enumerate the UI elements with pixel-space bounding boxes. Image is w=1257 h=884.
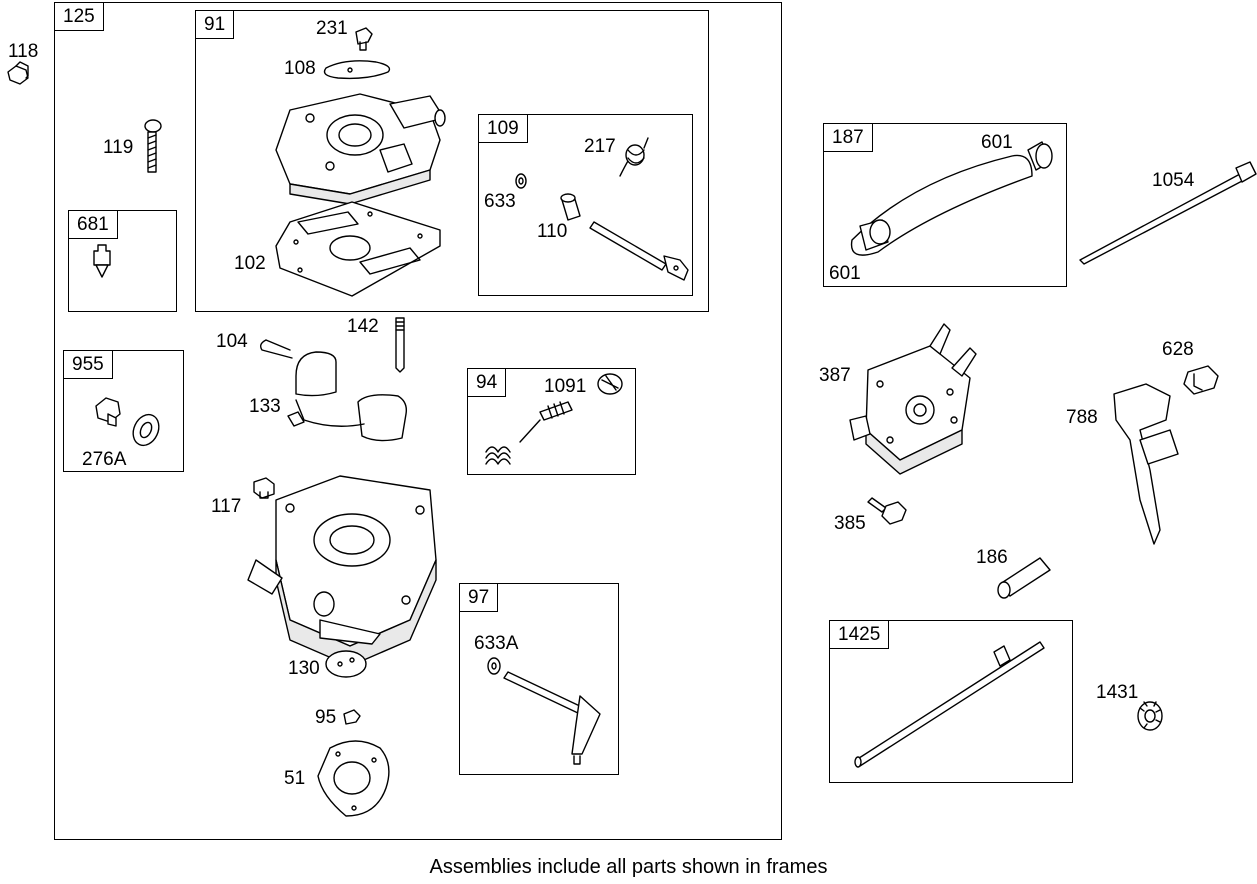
footer-note: Assemblies include all parts shown in fr…	[429, 856, 828, 878]
label-108: 108	[284, 58, 316, 79]
label-186: 186	[976, 547, 1008, 568]
frame-label-91: 91	[195, 10, 235, 39]
label-51: 51	[284, 768, 306, 789]
label-601-bottom: 601	[829, 263, 861, 284]
label-276a: 276A	[82, 449, 127, 470]
label-95: 95	[315, 707, 337, 728]
part-387-fuel-pump-icon	[849, 323, 977, 475]
frame-1425: 1425	[829, 620, 1073, 783]
frame-label-955: 955	[63, 350, 113, 379]
label-1091: 1091	[544, 376, 587, 397]
frame-label-1425: 1425	[829, 620, 890, 649]
frame-label-681: 681	[68, 210, 118, 239]
label-142: 142	[347, 316, 379, 337]
frame-label-97: 97	[459, 583, 499, 612]
frame-955: 955	[63, 350, 184, 472]
frame-label-109: 109	[478, 114, 528, 143]
label-633: 633	[484, 191, 516, 212]
label-119: 119	[103, 137, 134, 158]
part-118-plug-icon	[7, 61, 29, 85]
label-117: 117	[211, 496, 242, 517]
label-628: 628	[1162, 339, 1194, 360]
frame-94: 94	[467, 368, 636, 475]
frame-97: 97	[459, 583, 619, 775]
label-1431: 1431	[1096, 682, 1139, 703]
label-118: 118	[8, 41, 39, 62]
label-385: 385	[834, 513, 866, 534]
label-231: 231	[316, 18, 348, 39]
label-133: 133	[249, 396, 281, 417]
frame-label-94: 94	[467, 368, 507, 397]
label-104: 104	[216, 331, 248, 352]
label-130: 130	[288, 658, 320, 679]
frame-109: 109	[478, 114, 693, 296]
frame-125: 125	[54, 2, 782, 840]
frame-label-187: 187	[823, 123, 873, 152]
frame-91: 91	[195, 10, 709, 312]
label-1054: 1054	[1152, 170, 1195, 191]
label-217: 217	[584, 136, 616, 157]
part-788-bracket-icon	[1113, 383, 1179, 545]
label-102: 102	[234, 253, 266, 274]
label-788: 788	[1066, 407, 1098, 428]
frame-187: 187	[823, 123, 1067, 287]
label-387: 387	[819, 365, 851, 386]
label-110: 110	[537, 221, 568, 242]
label-601-top: 601	[981, 132, 1013, 153]
frame-681: 681	[68, 210, 177, 312]
part-628-plug-icon	[1183, 365, 1219, 395]
frame-label-125: 125	[54, 2, 104, 31]
part-1431-lock-washer-icon	[1137, 701, 1163, 731]
part-385-screw-icon	[867, 497, 907, 525]
label-633a: 633A	[474, 633, 519, 654]
